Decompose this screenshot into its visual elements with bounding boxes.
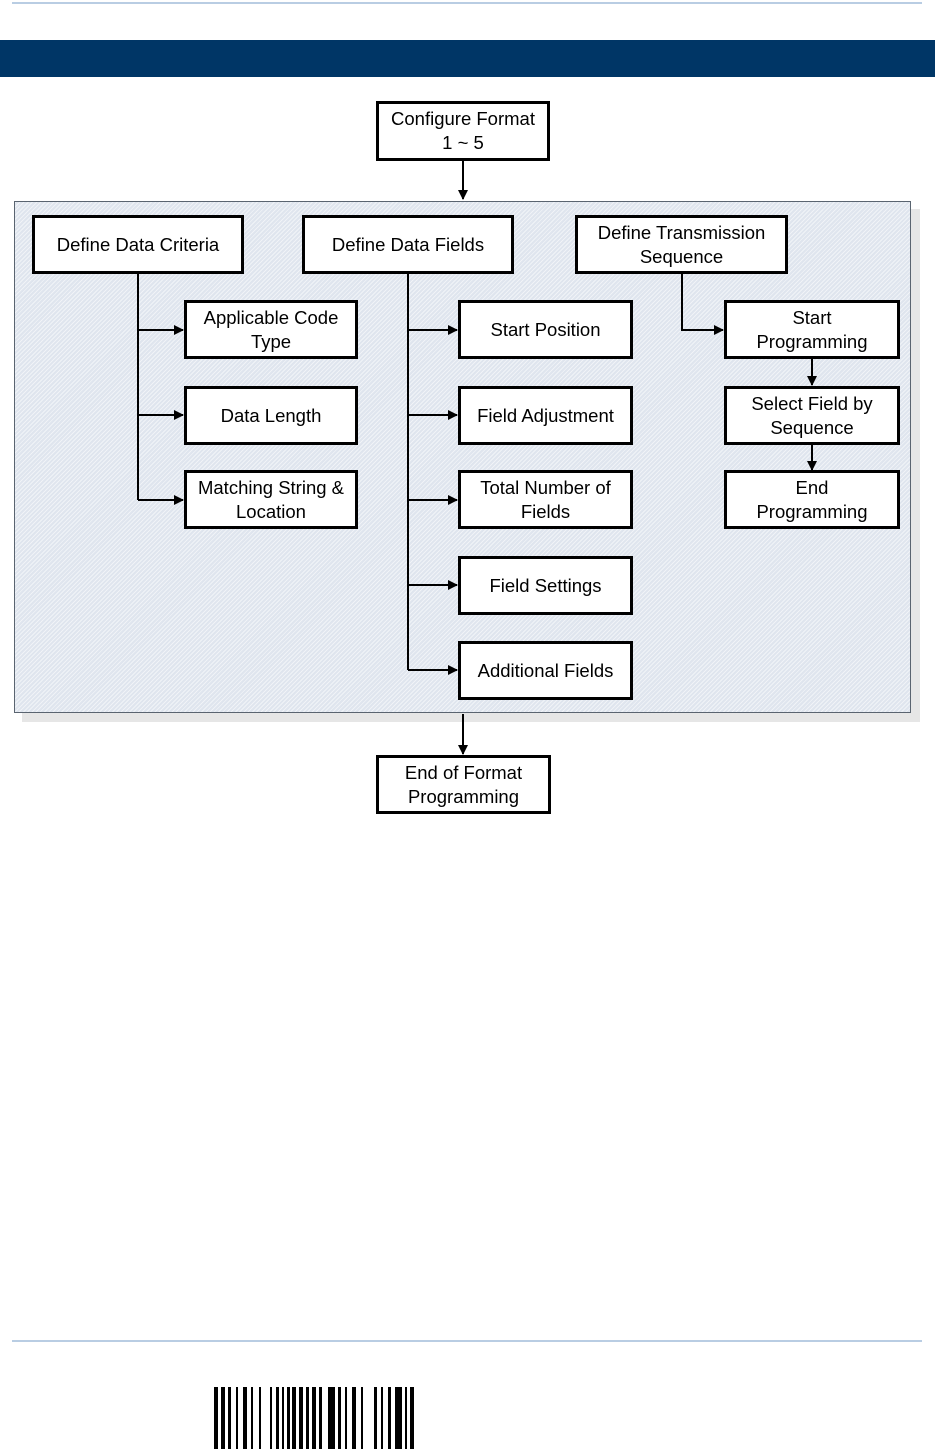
- node-start-programming: Start Programming: [724, 300, 900, 359]
- node-end-of-format-programming: End of Format Programming: [376, 755, 551, 814]
- node-end-programming: End Programming: [724, 470, 900, 529]
- node-total-number-of-fields: Total Number of Fields: [458, 470, 633, 529]
- format-settings-panel: [14, 201, 911, 713]
- node-start-position: Start Position: [458, 300, 633, 359]
- node-additional-fields: Additional Fields: [458, 641, 633, 700]
- node-data-length: Data Length: [184, 386, 358, 445]
- node-configure-format: Configure Format 1 ~ 5: [376, 101, 550, 161]
- node-field-settings: Field Settings: [458, 556, 633, 615]
- connector-to-start-programming: [681, 273, 724, 335]
- node-matching-string-location: Matching String & Location: [184, 470, 358, 529]
- node-define-data-criteria: Define Data Criteria: [32, 215, 244, 274]
- top-divider: [12, 2, 922, 4]
- bottom-divider: [12, 1340, 922, 1342]
- node-define-transmission-sequence: Define Transmission Sequence: [575, 215, 788, 274]
- section-header-band: [0, 40, 935, 77]
- node-applicable-code-type: Applicable Code Type: [184, 300, 358, 359]
- node-field-adjustment: Field Adjustment: [458, 386, 633, 445]
- node-define-data-fields: Define Data Fields: [302, 215, 514, 274]
- node-select-field-by-sequence: Select Field by Sequence: [724, 386, 900, 445]
